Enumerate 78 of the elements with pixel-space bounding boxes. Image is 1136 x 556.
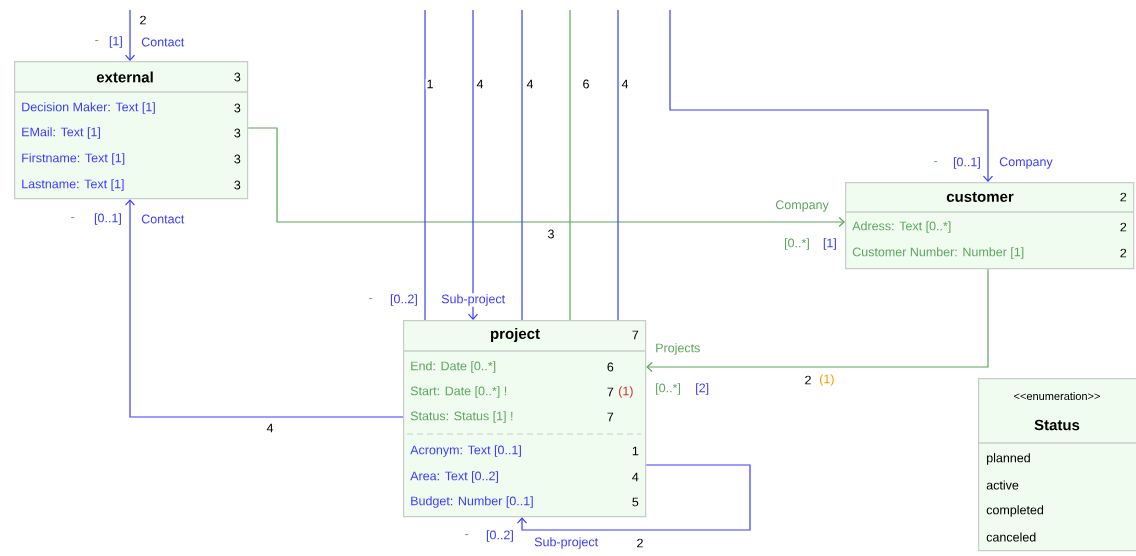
connector-arrow — [646, 268, 989, 373]
count-number: 5 — [632, 497, 639, 507]
count-number: 7 — [607, 387, 614, 397]
attribute-text: Firstname: Text [1] — [22, 153, 125, 165]
attribute-text: Acronym: Text [0..1] — [410, 445, 521, 457]
class-box — [844, 182, 1135, 270]
count-number: 3 — [234, 154, 241, 164]
count-number: 6 — [607, 362, 614, 372]
edge-label: 4 — [475, 78, 485, 90]
attribute-text: Adress: Text [0..*] — [852, 221, 951, 233]
enum-literal: completed — [986, 505, 1044, 517]
role-label: Company — [774, 199, 830, 213]
role-label: - — [69, 216, 76, 222]
connector-arrow — [467, 9, 479, 320]
attribute-text: EMail: Text [1] — [22, 127, 100, 139]
class-name: external — [96, 71, 153, 83]
role-label: [0..2] — [389, 293, 419, 307]
count-number: 3 — [234, 103, 241, 113]
connector-arrow — [516, 464, 751, 531]
stereotype-text: <<enumeration>> — [1014, 391, 1100, 401]
role-label: [0..1] — [952, 156, 982, 170]
class-box — [13, 61, 249, 200]
edge-label: 3 — [546, 228, 556, 240]
attribute-text: End: Date [0..*] — [411, 361, 496, 373]
role-label: Projects — [654, 342, 702, 356]
count-number: 2 — [1120, 192, 1127, 202]
count-number: 7 — [632, 330, 639, 340]
attribute-text: Area: Text [0..2] — [410, 471, 498, 483]
role-label: Sub-project — [440, 293, 507, 307]
count-number: 7 — [607, 412, 614, 422]
role-label: [2] — [694, 382, 711, 396]
edge-label: 6 — [581, 78, 591, 90]
connector-arrow — [124, 9, 136, 61]
edge-label: 2 — [138, 14, 148, 26]
count-number: 1 — [632, 446, 639, 456]
role-label: Sub-project — [533, 536, 600, 550]
attribute-text: Lastname: Text [1] — [22, 179, 124, 191]
count-number: 3 — [234, 180, 241, 190]
class-name: customer — [946, 192, 1014, 202]
class-box — [402, 320, 647, 518]
count-number: 2 — [1120, 222, 1127, 232]
connector-arrow — [247, 127, 845, 228]
enum-literal: planned — [987, 453, 1030, 465]
class-name: Status — [1034, 419, 1080, 431]
attribute-text: Start: Date [0..*] ! — [410, 386, 507, 398]
edge-label: 4 — [265, 422, 275, 434]
role-label: Company — [998, 156, 1054, 170]
role-label: [0..1] — [93, 212, 123, 226]
edge-label: 2 — [803, 374, 813, 386]
edge-label: 2 — [635, 537, 645, 549]
role-label: Contact — [140, 36, 186, 48]
role-label: [0..*] — [783, 237, 811, 251]
role-label: - — [463, 533, 470, 539]
role-label: - — [367, 297, 374, 303]
role-label: Contact — [140, 213, 186, 225]
count-number: 3 — [234, 128, 241, 138]
role-label: - — [932, 160, 939, 166]
connector-arrow — [669, 9, 994, 182]
count-number: 3 — [234, 72, 241, 82]
edge-label: 4 — [525, 78, 535, 90]
role-label: [1] — [107, 35, 124, 49]
role-label: (1) — [818, 373, 836, 387]
role-label: [0..2] — [485, 529, 515, 543]
attribute-text: Decision Maker: Text [1] — [22, 102, 155, 114]
enumeration-box — [977, 378, 1136, 552]
attribute-text: Status: Status [1] ! — [410, 411, 513, 423]
edge-label: 4 — [620, 78, 630, 90]
edge-label: 1 — [425, 78, 435, 90]
attribute-text: Budget: Number [0..1] — [411, 496, 533, 508]
attribute-text: Customer Number: Number [1] — [852, 247, 1024, 259]
enum-literal: canceled — [986, 532, 1036, 542]
count-number: 4 — [632, 472, 639, 482]
count-number: 2 — [1120, 248, 1127, 258]
enum-literal: active — [986, 480, 1019, 490]
connector-arrow — [124, 199, 404, 418]
count-note: (1) — [618, 386, 633, 398]
role-label: - — [93, 39, 100, 45]
class-name: project — [491, 328, 540, 342]
